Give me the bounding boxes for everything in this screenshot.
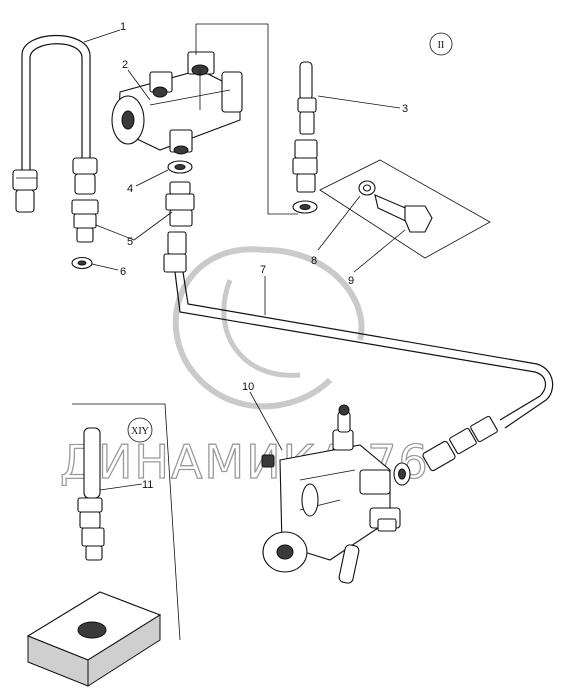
part-10-tap-assembly	[261, 404, 401, 584]
callout-4: 4	[127, 183, 133, 195]
callout-7: 7	[260, 264, 266, 276]
watermark-logo	[172, 246, 365, 410]
callout-2: 2	[122, 59, 128, 71]
view-frame-ii	[319, 159, 491, 259]
callout-3: 3	[402, 103, 408, 115]
callout-6: 6	[120, 266, 126, 278]
callout-5: 5	[127, 236, 133, 248]
part-1-u-tube	[12, 34, 98, 213]
bracket-block	[26, 591, 162, 687]
callout-8: 8	[311, 255, 317, 267]
callout-9: 9	[348, 275, 354, 287]
part-7-long-pipe	[163, 231, 554, 486]
leader-box-upper	[195, 23, 298, 215]
part-5-fitting-left	[71, 199, 99, 243]
svg-text:II: II	[438, 40, 445, 51]
callout-11: 11	[142, 479, 153, 491]
callout-1: 1	[120, 21, 126, 33]
view-frame-xiy	[72, 403, 181, 641]
view-label-ii: II	[429, 32, 453, 56]
part-3-pipe-fitting	[292, 61, 318, 214]
part-8-washer	[358, 180, 376, 196]
callout-10: 10	[242, 381, 254, 393]
part-11-pipe-fitting	[77, 427, 105, 561]
part-9-bolt	[374, 194, 433, 233]
svg-text:XIY: XIY	[131, 426, 149, 437]
part-5-fitting-right	[165, 181, 195, 227]
part-6-washer	[71, 256, 93, 270]
callouts: 1 2 3 4 5 6 7 8 9 10 11	[120, 21, 408, 491]
leader-lines	[83, 29, 406, 491]
view-label-xiy: XIY	[127, 417, 153, 443]
part-2-valve-block	[111, 51, 243, 155]
part-4-washer	[167, 160, 193, 174]
